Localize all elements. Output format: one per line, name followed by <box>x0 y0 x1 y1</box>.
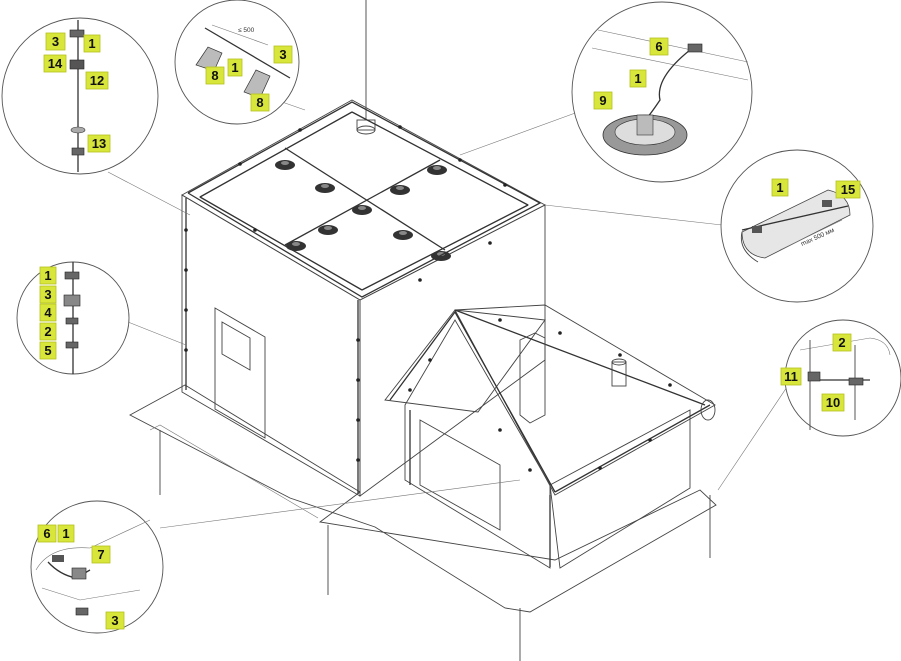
tag-4: 4 <box>39 303 57 322</box>
door-panel <box>214 307 266 439</box>
tag-8: 8 <box>250 93 270 112</box>
callout-circle-right-ridge: max 500 мм 1 15 <box>720 149 874 303</box>
parapet-conductor <box>187 101 542 298</box>
svg-text:14: 14 <box>48 56 63 71</box>
tag-1: 1 <box>629 69 647 88</box>
svg-text:6: 6 <box>655 39 662 54</box>
callout-circle-bottom-left: 6 1 7 3 <box>30 500 164 634</box>
annex-building <box>384 304 716 569</box>
tag-1: 1 <box>227 58 243 77</box>
svg-text:10: 10 <box>826 395 840 410</box>
svg-text:1: 1 <box>88 36 95 51</box>
svg-text:1: 1 <box>231 60 238 75</box>
roof-mesh <box>199 111 529 291</box>
tag-13: 13 <box>87 134 111 153</box>
svg-text:8: 8 <box>256 95 263 110</box>
svg-text:1: 1 <box>62 526 69 541</box>
tag-9: 9 <box>593 91 613 110</box>
tag-1: 1 <box>83 34 101 53</box>
callout-circle-right-bottom: 2 11 10 <box>780 319 901 437</box>
tag-3: 3 <box>273 45 293 64</box>
conductor-clips <box>184 125 672 472</box>
svg-text:1: 1 <box>634 71 641 86</box>
gutter <box>700 399 716 421</box>
tag-5: 5 <box>39 341 57 360</box>
svg-text:6: 6 <box>43 526 50 541</box>
svg-text:4: 4 <box>44 305 52 320</box>
svg-text:3: 3 <box>111 613 118 628</box>
svg-text:3: 3 <box>279 47 286 62</box>
svg-text:1: 1 <box>776 180 783 195</box>
tag-2: 2 <box>39 322 57 341</box>
ground-rods <box>159 430 711 661</box>
tag-1: 1 <box>771 178 789 197</box>
callout-circle-top-right: 6 1 9 <box>571 1 753 183</box>
svg-text:12: 12 <box>90 73 104 88</box>
svg-text:8: 8 <box>211 68 218 83</box>
tag-1: 1 <box>57 524 75 543</box>
ground-slab <box>129 384 717 613</box>
svg-text:9: 9 <box>599 93 606 108</box>
svg-text:5: 5 <box>44 343 51 358</box>
tag-14: 14 <box>43 54 67 73</box>
tag-10: 10 <box>821 393 845 412</box>
down-conductors-main <box>185 198 359 494</box>
tag-1: 1 <box>39 266 57 285</box>
tag-11: 11 <box>780 367 802 386</box>
svg-text:≤ 500: ≤ 500 <box>238 27 255 34</box>
vent-pipe <box>611 361 627 387</box>
callout-circle-top-left: 3 1 14 12 13 <box>1 17 159 175</box>
svg-text:2: 2 <box>44 324 51 339</box>
svg-text:15: 15 <box>841 182 855 197</box>
tag-15: 15 <box>835 180 861 199</box>
tag-6: 6 <box>37 524 57 543</box>
svg-text:11: 11 <box>784 369 798 384</box>
chimney <box>519 332 546 424</box>
tag-12: 12 <box>85 71 109 90</box>
svg-text:7: 7 <box>97 547 104 562</box>
tag-3: 3 <box>39 285 57 304</box>
svg-text:2: 2 <box>838 335 845 350</box>
tag-8: 8 <box>205 66 225 85</box>
svg-text:3: 3 <box>44 287 51 302</box>
tag-3: 3 <box>45 32 66 51</box>
svg-text:3: 3 <box>52 34 59 49</box>
svg-text:1: 1 <box>44 268 51 283</box>
control-box <box>221 321 251 371</box>
tag-2: 2 <box>832 333 852 352</box>
tag-3: 3 <box>105 611 125 630</box>
roof-conductor-holders <box>275 160 451 261</box>
callout-circle-left-middle: 1 3 4 2 5 <box>16 261 130 375</box>
svg-text:13: 13 <box>92 136 106 151</box>
tag-6: 6 <box>649 37 669 56</box>
tag-7: 7 <box>91 545 111 564</box>
callout-circle-top-middle: ≤ 500 3 8 1 8 <box>174 0 300 125</box>
